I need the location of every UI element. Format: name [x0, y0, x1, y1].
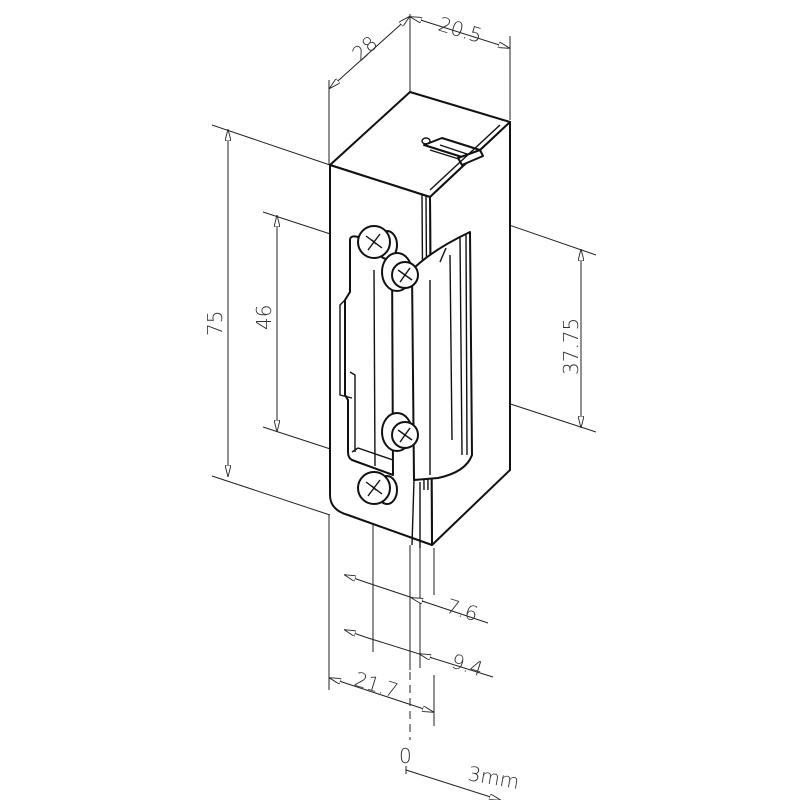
screw-bottom-right-icon: [381, 412, 419, 452]
dim-offset-2-label: 9.4: [449, 649, 486, 681]
dim-faceplate-depth-label: 21.7: [352, 667, 402, 703]
dim-width-label: 20.5: [436, 12, 486, 48]
strike-body: [329, 91, 511, 548]
screw-top-left-icon: [357, 225, 398, 260]
dim-depth-label: 28: [347, 31, 382, 66]
screw-top-right-icon: [381, 252, 419, 292]
dim-offset-1-label: 7.6: [444, 594, 481, 626]
screw-bottom-left-icon: [357, 471, 398, 505]
dim-screw-spacing-label: 46: [252, 305, 276, 330]
dim-origin-label: 0: [399, 744, 412, 768]
dim-adjustment-label: 3mm: [466, 761, 521, 794]
dim-total-height-label: 75: [203, 311, 227, 336]
dim-latch-offset-label: 37.75: [559, 318, 583, 375]
